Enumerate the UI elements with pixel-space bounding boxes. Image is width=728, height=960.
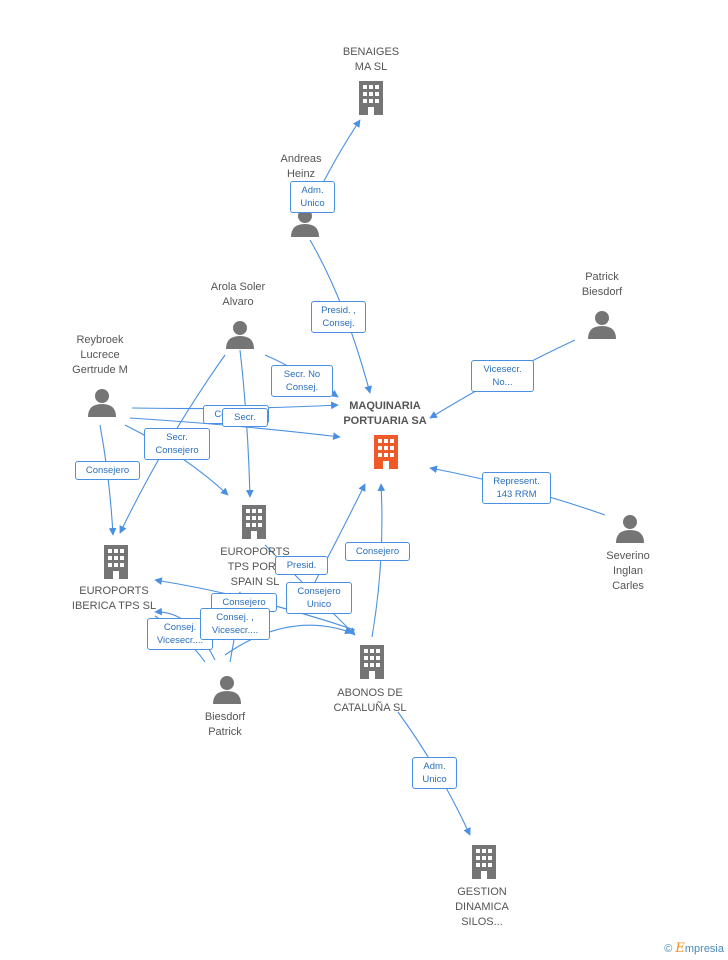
building-icon: [472, 845, 496, 879]
person-icon: [291, 209, 319, 237]
person-icon: [588, 311, 616, 339]
person-icon: [226, 321, 254, 349]
edge-label-secr: Secr.: [222, 408, 268, 427]
node-reybroek[interactable]: Reybroek Lucrece Gertrude M: [72, 334, 128, 376]
building-icon: [360, 645, 384, 679]
building-icon: [242, 505, 266, 539]
edge-label-vicesecr-no: Vicesecr. No...: [471, 360, 534, 392]
edge-label-consej-vicesecr: Consej. , Vicesecr....: [200, 608, 270, 640]
edge-label-consejero: Consejero: [75, 461, 140, 480]
node-severino[interactable]: Severino Inglan Carles: [606, 550, 650, 592]
brand-logo-letter: E: [675, 941, 685, 956]
brand-name: mpresia: [684, 943, 724, 955]
person-icon: [213, 676, 241, 704]
edge-label-consejero: Consejero: [345, 542, 410, 561]
edge-label-secr-consejero: Secr. Consejero: [144, 428, 210, 460]
edge-label-presid-consej: Presid. , Consej.: [311, 301, 366, 333]
edge-label-represent: Represent. 143 RRM: [482, 472, 551, 504]
edge-label-secr-no-consej: Secr. No Consej.: [271, 365, 333, 397]
node-euroports-iberica[interactable]: EUROPORTS IBERICA TPS SL: [71, 585, 157, 612]
edge-biesdorf-abonos: [224, 624, 353, 656]
edge-label-consejero-unico: Consejero Unico: [286, 582, 352, 614]
node-gestion[interactable]: GESTION DINAMICA SILOS...: [455, 886, 509, 928]
node-maquinaria[interactable]: MAQUINARIA PORTUARIA SA: [343, 400, 427, 427]
node-arola[interactable]: Arola Soler Alvaro: [210, 281, 266, 308]
node-biesdorf-patrick[interactable]: Biesdorf Patrick: [204, 711, 246, 738]
building-icon: [359, 81, 383, 115]
building-icon: [104, 545, 128, 579]
person-icon: [616, 515, 644, 543]
edge-label-presid: Presid.: [275, 556, 328, 575]
copyright-icon: ©: [664, 943, 673, 955]
brand-footer[interactable]: © Empresia: [664, 941, 724, 956]
edge-label-adm-unico: Adm. Unico: [412, 757, 457, 789]
edge-label-adm-unico: Adm. Unico: [290, 181, 335, 213]
edge-reybroek-euroports-iberica: [99, 424, 117, 536]
node-euroports-tps[interactable]: EUROPORTS TPS PORT SPAIN SL: [220, 546, 290, 588]
node-benaiges[interactable]: BENAIGES MA SL: [342, 46, 400, 73]
building-icon: [374, 435, 398, 469]
person-icon: [88, 389, 116, 417]
node-abonos[interactable]: ABONOS DE CATALUÑA SL: [333, 687, 407, 714]
node-patrick-biesdorf[interactable]: Patrick Biesdorf: [581, 271, 623, 298]
